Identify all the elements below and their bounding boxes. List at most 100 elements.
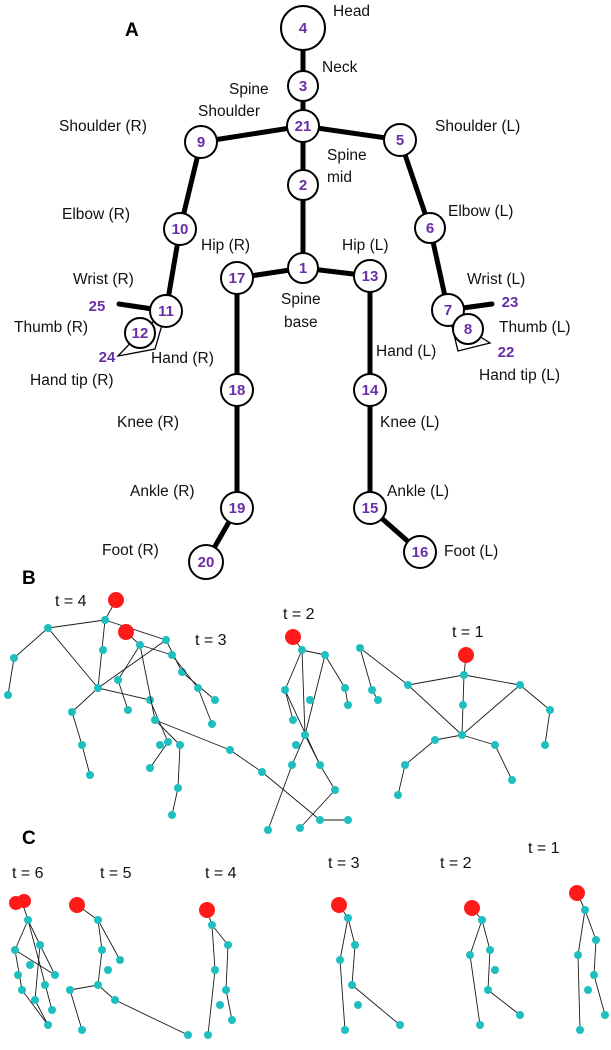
pose-b-t1 [356,644,554,799]
joint-label-knee-l: Knee (L) [380,414,439,431]
joint-number: 8 [464,321,472,338]
joint-labels: Head Neck Spine Shoulder Shoulder (R) Sh… [14,3,571,560]
joint-number: 9 [197,134,205,151]
panel-label-b: B [22,568,36,589]
frame-label: t = 4 [55,593,87,610]
joint-label-spine-base: base [284,314,318,331]
joint-label-spine-shoulder: Shoulder [198,103,260,120]
joint-marker-elbow-r [163,212,197,246]
joint-number: 5 [396,132,404,149]
joint-marker-hand-l [452,313,484,345]
joint-marker-shoulder-l [383,123,417,157]
joint-marker-knee-r [220,373,254,407]
joint-label-ankle-r: Ankle (R) [130,483,195,500]
pose-c-t6 [9,894,59,1029]
joint-number: 15 [362,500,379,517]
joint-label-elbow-r: Elbow (R) [62,206,130,223]
joint-label-shoulder-l: Shoulder (L) [435,118,520,135]
joint-number: 16 [412,544,429,561]
joint-number: 12 [132,325,149,342]
joint-marker-shoulder-r [184,125,218,159]
frame-label: t = 6 [12,865,44,882]
joint-label-wrist-l: Wrist (L) [467,271,525,288]
joint-label-thumb-r: Thumb (R) [14,319,88,336]
joint-marker-wrist-r [149,294,183,328]
pose-b-t3 [114,624,352,824]
frame-label: t = 3 [195,632,227,649]
joint-number: 21 [295,118,312,135]
joint-number: 7 [444,302,452,319]
joint-label-spine-mid: mid [327,169,352,186]
joint-label-knee-r: Knee (R) [117,414,179,431]
joint-label-head: Head [333,3,370,20]
joint-marker-spine-shoulder [286,109,320,143]
joint-label-wrist-r: Wrist (R) [73,271,134,288]
frame-label: t = 5 [100,865,132,882]
joint-label-hand-r: Hand (R) [151,350,214,367]
pose-b-t2 [264,629,352,834]
joint-label-spine-shoulder: Spine [229,81,269,98]
frame-label: t = 1 [452,624,484,641]
joint-number: 14 [362,382,379,399]
joint-number: 22 [498,344,515,361]
pose-c-t1 [569,885,609,1034]
panel-label-c: C [22,828,36,849]
joint-number: 13 [362,268,379,285]
pose-c-t2 [464,900,524,1029]
panel-c-sequence: t = 6 t = 5 t = 4 t = 3 t = 2 t = 1 [9,840,609,1039]
frame-label: t = 2 [283,606,315,623]
frame-label: t = 3 [328,855,360,872]
joint-label-foot-l: Foot (L) [444,543,498,560]
joint-marker-spine-mid [287,169,319,201]
joint-number: 6 [426,220,434,237]
joint-label-ankle-l: Ankle (L) [387,483,449,500]
frame-label: t = 2 [440,855,472,872]
joint-label-hand-l: Hand (L) [376,343,436,360]
joint-label-spine-base: Spine [281,291,321,308]
joint-marker-foot-l [403,535,437,569]
joint-label-hip-r: Hip (R) [201,237,250,254]
joint-number: 3 [299,78,307,95]
joint-number: 20 [198,554,215,571]
joint-number: 11 [158,303,174,320]
joint-marker-hip-l [353,259,387,293]
joint-marker-ankle-l [353,491,387,525]
joint-marker-ankle-r [220,491,254,525]
joint-number: 4 [299,20,308,37]
joint-marker-wrist-l [431,293,465,327]
panel-b-sequence: t = 4 t = 3 t = 2 t = 1 [4,592,554,834]
joint-number: 24 [99,349,116,366]
joint-marker-knee-l [353,373,387,407]
joint-marker-hand-r [124,317,156,349]
joint-label-spine-mid: Spine [327,147,367,164]
joint-number: 23 [502,294,519,311]
joint-number: 10 [172,221,189,238]
joint-number: 1 [299,260,307,277]
pose-c-t3 [331,897,404,1034]
frame-label: t = 4 [205,865,237,882]
joint-label-hip-l: Hip (L) [342,237,389,254]
joint-numbers: 4 3 21 2 1 9 10 11 12 5 6 7 8 17 18 19 2… [89,20,519,571]
joint-label-shoulder-r: Shoulder (R) [59,118,147,135]
joint-label-thumb-l: Thumb (L) [499,319,571,336]
joint-number: 2 [299,177,307,194]
joint-number: 18 [229,382,246,399]
joint-marker-spine-base [287,252,319,284]
joint-number: 19 [229,500,246,517]
joint-marker-elbow-l [414,212,446,244]
joint-label-neck: Neck [322,59,358,76]
joint-label-elbow-l: Elbow (L) [448,203,513,220]
joint-label-foot-r: Foot (R) [102,542,159,559]
joint-number: 17 [229,270,246,287]
joint-marker-hip-r [220,261,254,295]
skeleton-diagram: 4 3 21 2 1 9 10 11 12 5 6 7 8 17 18 19 2… [14,3,571,580]
joint-marker-foot-r [188,544,224,580]
frame-label: t = 1 [528,840,560,857]
joint-label-hand-tip-r: Hand tip (R) [30,372,114,389]
pose-b-t4 [4,592,219,779]
joint-marker-head [280,5,326,51]
pose-c-t4 [199,902,236,1039]
joint-marker-neck [287,70,319,102]
joint-number: 25 [89,298,106,315]
